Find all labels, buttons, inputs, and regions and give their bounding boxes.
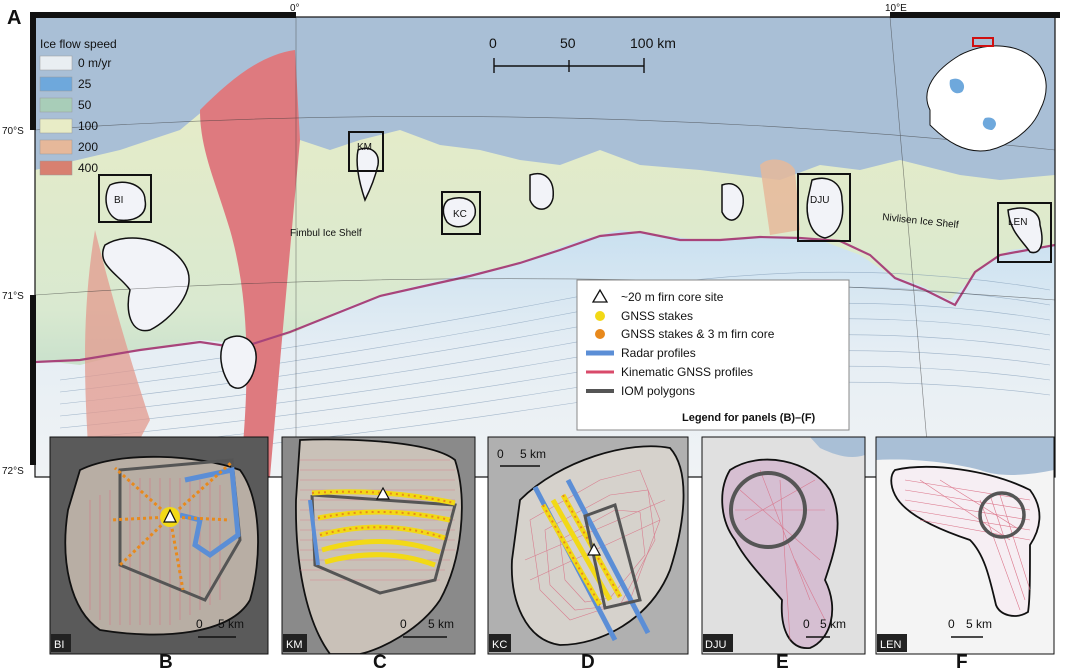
box-dju	[797, 173, 851, 242]
legend-bf-box	[576, 279, 850, 431]
panel-f-corner: LEN	[880, 639, 901, 651]
panel-d-core-triangle	[586, 542, 602, 556]
ice-rise-south	[220, 335, 257, 389]
panel-f-letter: F	[956, 652, 968, 670]
panel-d-corner: KC	[492, 639, 507, 651]
panel-d	[487, 436, 689, 655]
ice-rise-kc	[442, 197, 476, 228]
ice-flow-legend-swatches	[39, 55, 73, 176]
panel-b	[49, 436, 269, 655]
graticule-lines	[34, 16, 1056, 478]
scale-a-0: 0	[489, 35, 497, 51]
region-label-km: KM	[357, 142, 372, 153]
panel-e-scale-0: 0	[803, 617, 810, 631]
lat-label-70s: 70°S	[2, 126, 24, 137]
ice-rise-len	[1007, 207, 1043, 254]
region-label-bi: BI	[114, 195, 123, 206]
legend-bf-item-4: Kinematic GNSS profiles	[621, 365, 753, 379]
ice-flow-item-0: 0 m/yr	[78, 56, 111, 70]
ice-rise-mid2	[721, 183, 744, 221]
panel-b-core-triangle	[163, 508, 177, 523]
region-label-len: LEN	[1008, 217, 1027, 228]
ice-rises	[102, 147, 1043, 389]
legend-bf-footer: Legend for panels (B)–(F)	[682, 412, 816, 424]
legend-bf-item-5: IOM polygons	[621, 384, 695, 398]
triangle-icon	[591, 288, 609, 303]
ice-rise-dju	[806, 177, 844, 239]
legend-bf-item-1: GNSS stakes	[621, 309, 693, 323]
lat-label-71s: 71°S	[2, 291, 24, 302]
ice-rise-km	[356, 147, 379, 202]
panel-b-corner: BI	[54, 639, 64, 651]
scale-bar-a	[493, 58, 645, 73]
frame-ticks	[30, 12, 1060, 465]
panel-c-scale-0: 0	[400, 617, 407, 631]
legend-bf-item-3: Radar profiles	[621, 346, 696, 360]
region-label-dju: DJU	[810, 195, 829, 206]
scale-a-50: 50	[560, 35, 576, 51]
box-kc	[441, 191, 481, 235]
panel-f	[875, 436, 1055, 655]
panel-d-scale-5: 5 km	[520, 447, 546, 461]
ice-flow-item-2: 50	[78, 98, 92, 112]
panel-a-label: A	[7, 7, 21, 29]
lon-label-0: 0°	[290, 3, 300, 14]
panel-c-scale-5: 5 km	[428, 617, 454, 631]
fast-flow-main	[200, 50, 300, 477]
panel-e-letter: E	[776, 652, 789, 670]
panel-c-letter: C	[373, 652, 387, 670]
scale-a-100: 100 km	[630, 35, 676, 51]
ice-rise-bi	[105, 181, 147, 222]
region-label-kc: KC	[453, 209, 467, 220]
box-len	[997, 202, 1052, 263]
yellow-dot-icon	[595, 311, 605, 321]
panel-f-scale-0: 0	[948, 617, 955, 631]
panel-b-letter: B	[159, 652, 173, 670]
orange-dot-icon	[595, 329, 605, 339]
ice-flow-item-3: 100	[78, 119, 98, 133]
panel-e-corner: DJU	[705, 639, 726, 651]
box-bi	[98, 174, 152, 223]
panel-c-core-triangle	[375, 486, 391, 500]
panel-d-letter: D	[581, 652, 595, 670]
inset-location-marker	[972, 37, 994, 47]
legend-bf-item-2: GNSS stakes & 3 m firn core	[621, 327, 775, 341]
study-boxes	[98, 131, 1052, 263]
box-km	[348, 131, 384, 172]
map-body	[35, 17, 1055, 477]
ice-flow-item-5: 400	[78, 161, 98, 175]
ice-flow-item-4: 200	[78, 140, 98, 154]
fast-flow-dju	[760, 159, 800, 235]
panel-b-scale-5: 5 km	[218, 617, 244, 631]
ice-flow-legend-title: Ice flow speed	[40, 37, 117, 51]
panel-c-corner: KM	[286, 639, 303, 651]
ice-rise-west-large	[102, 237, 190, 332]
panel-e	[701, 436, 866, 655]
panel-e-scale-5: 5 km	[820, 617, 846, 631]
panel-b-scale-0: 0	[196, 617, 203, 631]
lat-label-72s: 72°S	[2, 466, 24, 477]
lon-label-10e: 10°E	[885, 3, 907, 14]
legend-bf-item-0: ~20 m firn core site	[621, 290, 724, 304]
ice-rise-mid	[529, 173, 554, 210]
antarctica-inset	[926, 37, 1047, 152]
panel-f-scale-5: 5 km	[966, 617, 992, 631]
panel-d-scale-0: 0	[497, 447, 504, 461]
panel-c	[281, 436, 476, 655]
ice-flow-item-1: 25	[78, 77, 92, 91]
fimbul-label: Fimbul Ice Shelf	[290, 228, 362, 239]
